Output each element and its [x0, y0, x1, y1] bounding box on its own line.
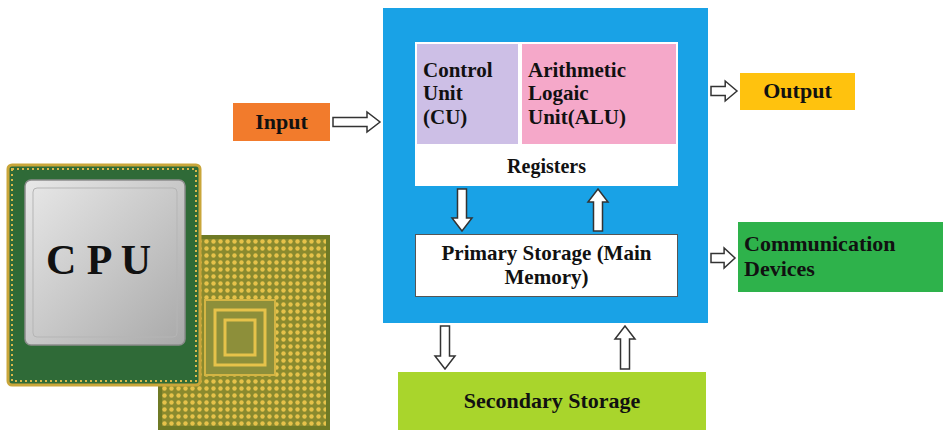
input-box: Input — [233, 103, 330, 141]
control-unit-box: Control Unit (CU) — [415, 42, 520, 146]
communication-box: Communication Devices — [738, 222, 943, 292]
block-arrow — [452, 189, 472, 231]
node-text: Primary Storage (Main Memory) — [422, 242, 671, 289]
block-arrow — [615, 326, 635, 369]
block-arrow — [588, 189, 608, 231]
main-memory-box: Primary Storage (Main Memory) — [415, 234, 678, 297]
node-text: Output — [746, 79, 849, 104]
node-text: Arithmetic Logaic Unit(ALU) — [528, 59, 670, 130]
secondary-storage-box: Secondary Storage — [398, 372, 706, 430]
output-box: Output — [740, 73, 855, 110]
block-arrow — [711, 248, 735, 268]
cpu-block: Control Unit (CU)Arithmetic Logaic Unit(… — [383, 8, 708, 323]
cpu-block-fill — [383, 8, 708, 323]
node-text: Control Unit (CU) — [423, 59, 512, 130]
chip-label: C P U — [46, 236, 151, 284]
node-text: Secondary Storage — [404, 389, 700, 414]
block-arrow — [333, 112, 380, 132]
registers-box: Registers — [415, 146, 678, 186]
node-text: Input — [239, 110, 324, 135]
node-text: Communication Devices — [744, 232, 937, 281]
chip-front — [8, 165, 200, 385]
alu-box: Arithmetic Logaic Unit(ALU) — [520, 42, 678, 146]
block-arrow — [435, 326, 455, 369]
block-arrow — [711, 81, 737, 101]
node-text: Registers — [423, 155, 670, 177]
